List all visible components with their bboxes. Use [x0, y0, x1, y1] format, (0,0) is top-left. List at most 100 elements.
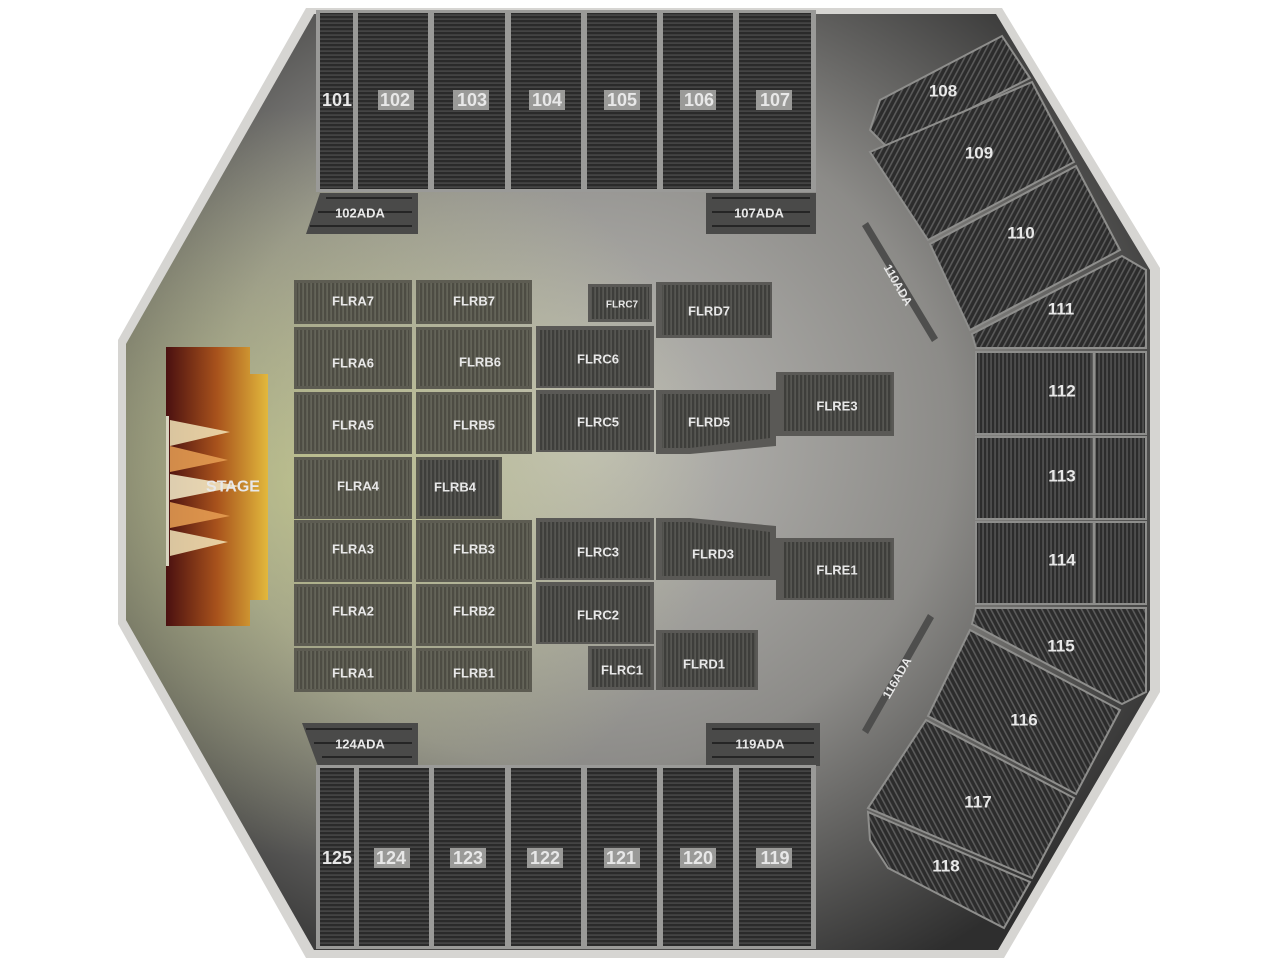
section-101[interactable]: 101: [320, 13, 353, 189]
section-flra2[interactable]: FLRA2: [294, 584, 412, 646]
svg-text:FLRC7: FLRC7: [606, 300, 639, 311]
section-102ada[interactable]: 102ADA: [306, 193, 418, 234]
section-flrb5[interactable]: FLRB5: [416, 392, 532, 454]
section-124ada[interactable]: 124ADA: [302, 723, 418, 766]
svg-text:125: 125: [322, 848, 352, 868]
svg-text:119ADA: 119ADA: [735, 737, 785, 752]
svg-text:FLRC6: FLRC6: [577, 352, 619, 367]
floor-sections: FLRA7 FLRA6 FLRA5 FLRA4 FLRA3 FLRA2: [294, 280, 894, 692]
svg-text:109: 109: [965, 144, 993, 163]
section-121[interactable]: 121: [587, 768, 657, 946]
svg-text:FLRA5: FLRA5: [332, 418, 374, 433]
svg-text:124: 124: [376, 848, 406, 868]
section-115[interactable]: 115: [970, 607, 1147, 706]
right-middle-sections: 112 113 114: [975, 351, 1147, 605]
bottom-sections: 125 124 123 122 121 120: [316, 765, 816, 949]
section-flrb7[interactable]: FLRB7: [416, 280, 532, 324]
section-105[interactable]: 105: [587, 13, 657, 189]
svg-text:FLRA2: FLRA2: [332, 604, 374, 619]
svg-text:FLRB2: FLRB2: [453, 604, 495, 619]
section-flrb6[interactable]: FLRB6: [416, 327, 532, 389]
section-flra1[interactable]: FLRA1: [294, 648, 412, 692]
section-flrd5[interactable]: FLRD5: [656, 390, 776, 454]
svg-text:FLRB4: FLRB4: [434, 480, 477, 495]
top-sections: 101 102 103 104 105 106: [316, 10, 816, 192]
section-110[interactable]: 110: [928, 164, 1122, 332]
svg-text:FLRD3: FLRD3: [692, 547, 734, 562]
section-116[interactable]: 116: [926, 628, 1122, 796]
section-flrb3[interactable]: FLRB3: [416, 520, 532, 582]
section-113[interactable]: 113: [975, 436, 1147, 520]
section-flrb2[interactable]: FLRB2: [416, 584, 532, 646]
section-flra5[interactable]: FLRA5: [294, 392, 412, 454]
section-flra3[interactable]: FLRA3: [294, 520, 412, 582]
svg-text:124ADA: 124ADA: [335, 737, 385, 752]
section-118[interactable]: 118: [866, 810, 1032, 930]
section-flre3[interactable]: FLRE3: [776, 372, 894, 436]
section-104[interactable]: 104: [511, 13, 581, 189]
section-flrc6[interactable]: FLRC6: [536, 326, 654, 388]
svg-text:123: 123: [453, 848, 483, 868]
svg-text:120: 120: [683, 848, 713, 868]
svg-text:FLRB7: FLRB7: [453, 294, 495, 309]
section-107[interactable]: 107: [739, 13, 811, 189]
svg-text:115: 115: [1047, 637, 1074, 656]
section-flra4[interactable]: FLRA4: [294, 457, 412, 519]
svg-text:FLRC2: FLRC2: [577, 608, 619, 623]
section-122[interactable]: 122: [511, 768, 581, 946]
svg-text:119: 119: [760, 848, 789, 868]
section-flrb1[interactable]: FLRB1: [416, 648, 532, 692]
section-109[interactable]: 109: [868, 80, 1076, 242]
section-120[interactable]: 120: [663, 768, 733, 946]
section-106[interactable]: 106: [663, 13, 733, 189]
section-124[interactable]: 124: [359, 768, 429, 946]
svg-text:108: 108: [929, 82, 957, 101]
section-flrc7[interactable]: FLRC7: [588, 284, 652, 322]
svg-text:FLRD1: FLRD1: [683, 657, 725, 672]
section-117[interactable]: 117: [866, 718, 1076, 880]
section-flrc2[interactable]: FLRC2: [536, 582, 654, 644]
svg-text:FLRA7: FLRA7: [332, 294, 374, 309]
svg-text:FLRB6: FLRB6: [459, 355, 501, 370]
section-103[interactable]: 103: [434, 13, 505, 189]
svg-text:FLRD5: FLRD5: [688, 415, 730, 430]
svg-text:FLRC3: FLRC3: [577, 545, 619, 560]
section-123[interactable]: 123: [434, 768, 505, 946]
svg-text:104: 104: [532, 90, 562, 110]
section-102[interactable]: 102: [358, 13, 428, 189]
svg-text:112: 112: [1048, 382, 1075, 401]
svg-text:116: 116: [1010, 711, 1037, 730]
section-125[interactable]: 125: [320, 768, 354, 946]
stage: STAGE: [166, 347, 268, 626]
section-flra6[interactable]: FLRA6: [294, 327, 412, 389]
section-flrd7[interactable]: FLRD7: [656, 282, 772, 338]
svg-text:113: 113: [1048, 467, 1075, 486]
section-flrd3[interactable]: FLRD3: [656, 518, 776, 580]
svg-text:106: 106: [684, 90, 714, 110]
section-119ada[interactable]: 119ADA: [706, 723, 820, 766]
section-flra7[interactable]: FLRA7: [294, 280, 412, 324]
svg-text:FLRE3: FLRE3: [816, 399, 857, 414]
section-flrd1[interactable]: FLRD1: [656, 630, 758, 690]
svg-text:118: 118: [932, 857, 959, 876]
svg-text:FLRA1: FLRA1: [332, 666, 374, 681]
svg-text:FLRB1: FLRB1: [453, 666, 495, 681]
svg-text:122: 122: [530, 848, 560, 868]
section-flrc1[interactable]: FLRC1: [588, 646, 654, 690]
section-flrc5[interactable]: FLRC5: [536, 390, 654, 452]
svg-text:FLRA4: FLRA4: [337, 479, 380, 494]
section-flrc3[interactable]: FLRC3: [536, 518, 654, 580]
svg-text:117: 117: [964, 793, 991, 812]
section-flre1[interactable]: FLRE1: [776, 538, 894, 600]
svg-text:FLRC5: FLRC5: [577, 415, 619, 430]
svg-text:FLRE1: FLRE1: [816, 563, 857, 578]
section-119[interactable]: 119: [739, 768, 811, 946]
section-112[interactable]: 112: [975, 351, 1147, 435]
section-107ada[interactable]: 107ADA: [706, 193, 816, 234]
section-114[interactable]: 114: [975, 521, 1147, 605]
stage-lights-icon: [170, 420, 240, 556]
svg-text:FLRD7: FLRD7: [688, 304, 730, 319]
section-flrb4[interactable]: FLRB4: [416, 457, 502, 519]
section-111[interactable]: 111: [970, 254, 1147, 349]
